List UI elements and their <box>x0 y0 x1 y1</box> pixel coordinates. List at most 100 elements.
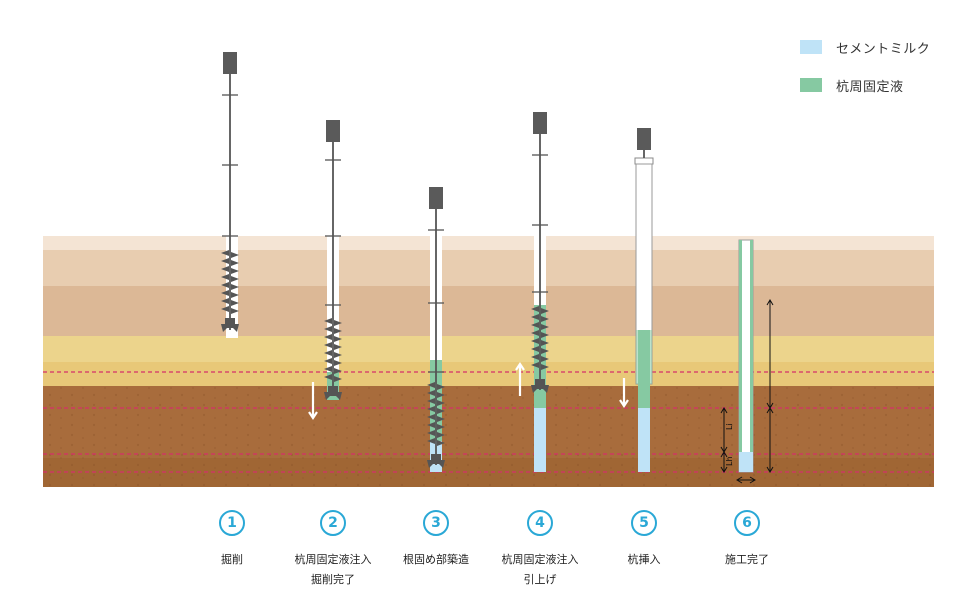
dimension-arrow <box>720 466 728 473</box>
auger-blade <box>334 360 342 366</box>
auger-motor <box>429 187 443 209</box>
step-label-5: 杭挿入 <box>627 553 661 566</box>
auger-blade <box>231 276 239 282</box>
auger-blade <box>334 320 342 326</box>
step-2-figure <box>308 120 342 420</box>
auger-blade <box>324 366 332 372</box>
step-4-figure <box>515 112 549 472</box>
soil-layer <box>43 336 934 362</box>
auger-blade <box>334 352 342 358</box>
auger-blade <box>531 354 539 360</box>
auger-blade <box>324 318 332 324</box>
auger-blade <box>324 358 332 364</box>
fixing-liquid-swatch <box>800 78 822 92</box>
auger-motor <box>223 52 237 74</box>
cement-milk-swatch <box>800 40 822 54</box>
auger-blade <box>437 432 445 438</box>
drill-bit-head <box>535 379 545 386</box>
auger-blade <box>541 316 549 322</box>
auger-blade <box>437 424 445 430</box>
dimension-arrow <box>720 407 728 414</box>
cement-milk-fill <box>638 408 650 472</box>
up-arrow-head <box>515 362 525 371</box>
auger-blade <box>541 324 549 330</box>
auger-blade <box>334 336 342 342</box>
dimension-label-li: Li <box>725 423 734 430</box>
step-6: 6 施工完了 <box>692 510 802 570</box>
step-label-4: 杭周固定液注入 引上げ <box>501 553 579 586</box>
pile-cap <box>634 157 654 165</box>
auger-blade <box>324 374 332 380</box>
auger-blade <box>221 290 229 296</box>
step-1: 1 掘削 <box>177 510 287 570</box>
step-number-2: 2 <box>320 510 346 536</box>
auger-blade <box>531 338 539 344</box>
auger-blade <box>427 438 435 444</box>
auger-blade <box>324 334 332 340</box>
auger-blade <box>231 284 239 290</box>
soil-layer <box>43 236 934 250</box>
auger-blade <box>221 250 229 256</box>
dimension-arrow <box>766 466 774 473</box>
dimension-arrow <box>766 299 774 306</box>
auger-blade <box>531 346 539 352</box>
auger-blade <box>531 306 539 312</box>
auger-blade <box>541 348 549 354</box>
auger-blade <box>221 306 229 312</box>
auger-blade <box>437 400 445 406</box>
auger-motor <box>326 120 340 142</box>
auger-blade <box>231 292 239 298</box>
auger-blade <box>427 414 435 420</box>
down-arrow-head <box>308 411 318 420</box>
dimension-arrow <box>766 407 774 414</box>
auger-blade <box>531 330 539 336</box>
soil-layer <box>43 362 934 386</box>
auger-blade <box>221 274 229 280</box>
step-label-6: 施工完了 <box>725 553 769 566</box>
drill-bit <box>221 324 239 332</box>
step-5-figure <box>619 128 654 472</box>
auger-blade <box>221 282 229 288</box>
auger-blade <box>437 440 445 446</box>
drill-bit-head <box>431 454 441 461</box>
auger-blade <box>437 408 445 414</box>
step-number-3: 3 <box>423 510 449 536</box>
drill-bit <box>324 392 342 400</box>
auger-blade <box>221 298 229 304</box>
auger-blade <box>437 384 445 390</box>
auger-blade <box>541 332 549 338</box>
auger-blade <box>437 416 445 422</box>
auger-blade <box>427 406 435 412</box>
auger-blade <box>334 344 342 350</box>
auger-blade <box>541 364 549 370</box>
down-arrow-head <box>619 399 629 408</box>
pile-fixing-zone <box>636 330 652 384</box>
step-1-figure <box>221 52 239 338</box>
cement-milk-fill <box>739 452 753 472</box>
dimension-arrow <box>749 476 756 484</box>
auger-blade <box>334 376 342 382</box>
dimension-label-lh: Lh <box>725 456 734 466</box>
auger-blade <box>427 390 435 396</box>
auger-blade <box>437 392 445 398</box>
auger-blade <box>427 422 435 428</box>
fixing-liquid-fill <box>739 240 742 452</box>
auger-blade <box>541 340 549 346</box>
legend-label-cement-milk: セメントミルク <box>836 41 931 57</box>
auger-blade <box>231 308 239 314</box>
cement-milk-fill <box>534 408 546 472</box>
step-number-6: 6 <box>734 510 760 536</box>
auger-blade <box>231 268 239 274</box>
drill-bit-head <box>328 386 338 393</box>
step-number-1: 1 <box>219 510 245 536</box>
step-label-3: 根固め部築造 <box>403 553 469 566</box>
auger-blade <box>334 368 342 374</box>
legend-item-cement-milk: セメントミルク <box>800 38 931 57</box>
auger-blade <box>541 308 549 314</box>
auger-blade <box>531 362 539 368</box>
auger-blade <box>531 314 539 320</box>
auger-blade <box>231 260 239 266</box>
